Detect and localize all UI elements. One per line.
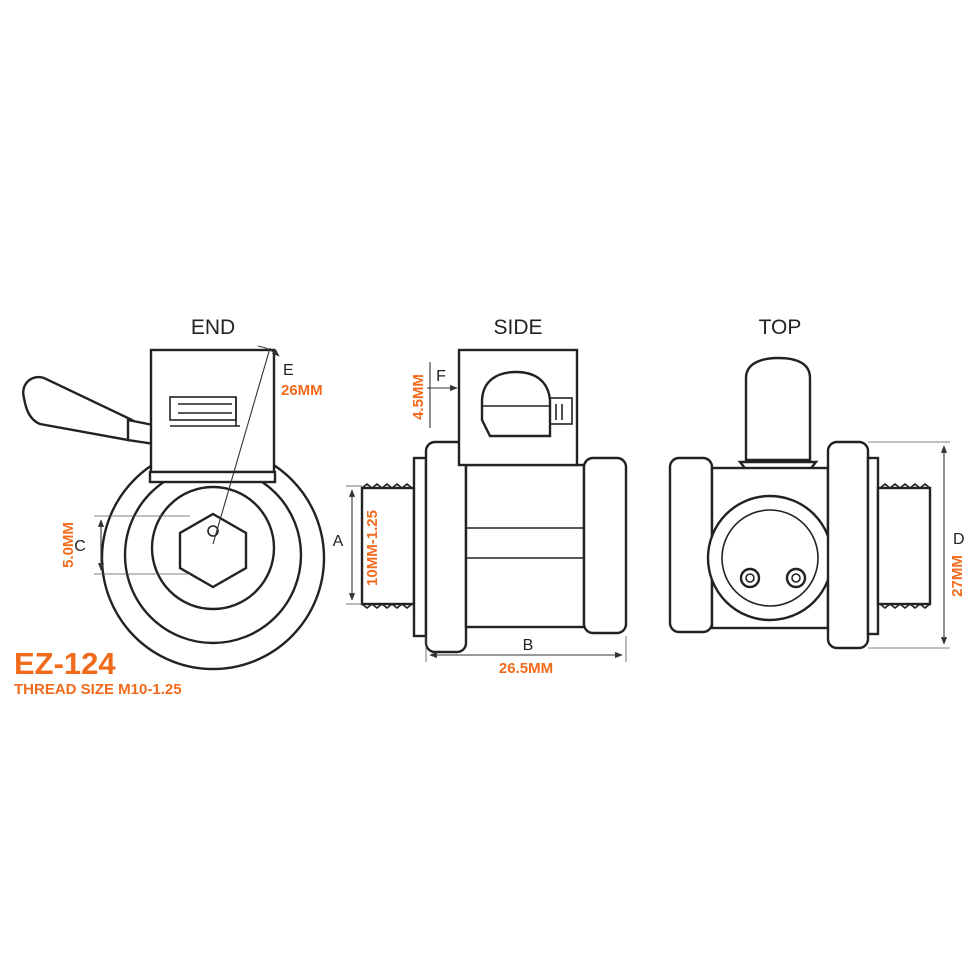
dimension-D: D 27MM (868, 441, 966, 649)
end-lever (22, 375, 170, 448)
dim-B-value: 26.5MM (499, 660, 553, 677)
side-clamp (457, 348, 579, 467)
top-thread (876, 482, 932, 610)
dimension-F: F (427, 368, 458, 392)
side-right-flange (582, 456, 628, 635)
dim-E-letter: E (283, 362, 294, 379)
dim-E-value: 26MM (281, 382, 323, 399)
dim-F-value: 4.5MM (410, 374, 427, 420)
thread-size: THREAD SIZE M10-1.25 (14, 681, 182, 698)
dimension-F-height: 4.5MM (410, 362, 431, 428)
dimension-E: E 26MM (212, 345, 323, 545)
dim-C-value: 5.0MM (60, 522, 77, 568)
top-view-title: TOP (759, 316, 802, 339)
dim-B-letter: B (523, 637, 534, 654)
end-round-body (100, 445, 326, 671)
top-left-flange (668, 456, 714, 634)
top-body (706, 466, 834, 630)
dim-A-letter: A (333, 533, 344, 550)
side-thread (360, 482, 416, 610)
top-view: TOP (668, 316, 966, 650)
model-number: EZ-124 (14, 646, 116, 681)
dim-C-letter: C (74, 538, 86, 555)
dim-F-letter: F (436, 368, 446, 385)
side-view: SIDE F (333, 316, 628, 677)
top-right-washer (866, 456, 880, 636)
dimension-C: C 5.0MM (60, 515, 190, 575)
end-view: END E 26MM (14, 316, 326, 698)
dim-A-value: 10MM-1.25 (364, 510, 381, 586)
dimension-B: B 26.5MM (425, 636, 627, 677)
dim-D-value: 27MM (949, 555, 966, 597)
side-view-title: SIDE (493, 316, 542, 339)
end-view-title: END (191, 316, 235, 339)
side-left-washer (412, 456, 428, 638)
end-clamp-housing (148, 348, 277, 484)
dim-D-letter: D (953, 531, 965, 548)
dimension-A: A 10MM-1.25 (333, 485, 381, 605)
hex-socket (178, 512, 248, 589)
side-left-flange (424, 440, 468, 654)
top-lever (737, 356, 819, 484)
top-right-flange (826, 440, 870, 650)
side-barrel (464, 463, 586, 629)
